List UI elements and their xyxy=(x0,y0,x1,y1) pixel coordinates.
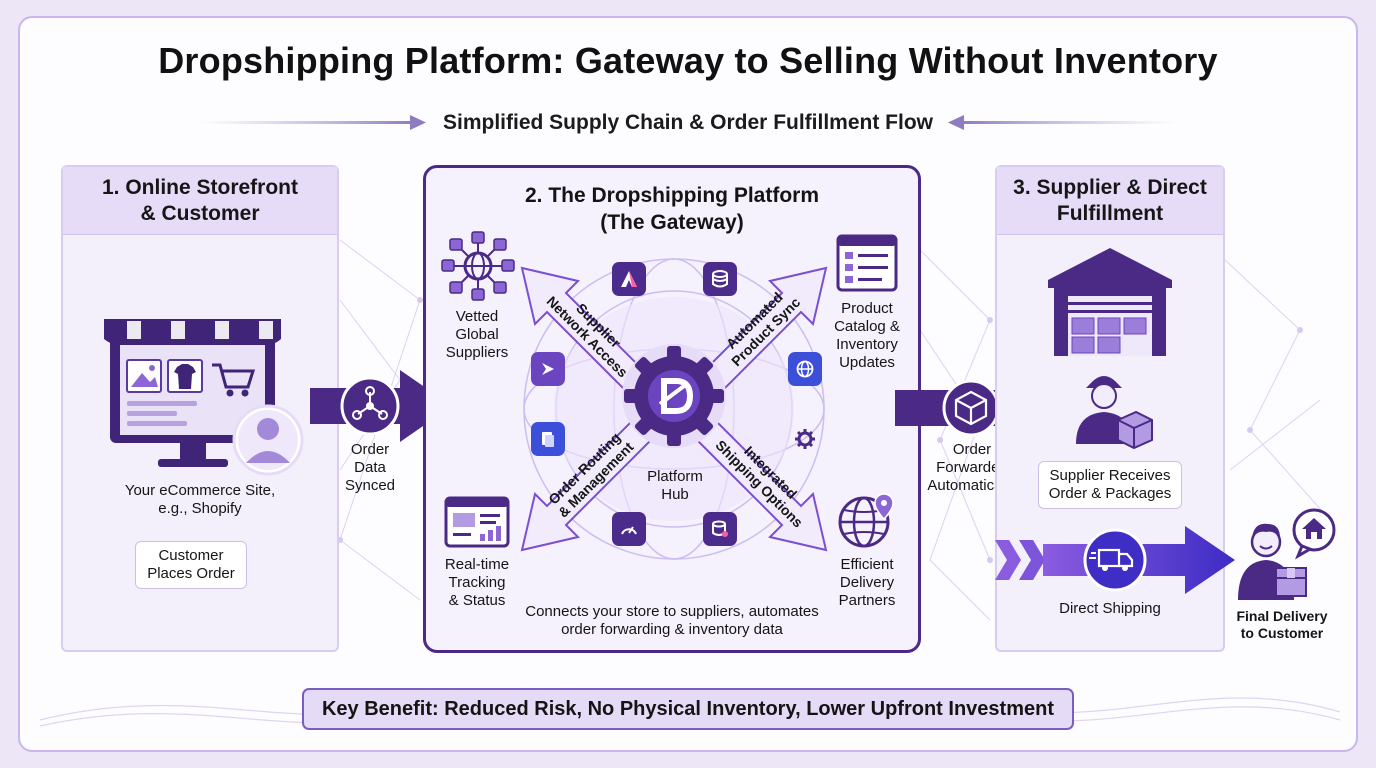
supplier-worker-icon xyxy=(1076,376,1153,450)
speedometer-icon xyxy=(612,512,646,546)
subtitle-arrow-right xyxy=(948,115,1176,130)
panel-supplier-heading: 3. Supplier & Direct Fulfillment xyxy=(997,167,1223,235)
vetted-suppliers-label: Vetted Global Suppliers xyxy=(445,308,509,361)
documents-icon xyxy=(531,422,565,456)
catalog-updates-label: Product Catalog & Inventory Updates xyxy=(834,300,900,371)
panel-storefront-heading: 1. Online Storefront & Customer xyxy=(63,167,337,235)
direct-shipping-arrow xyxy=(995,526,1235,594)
network-share-icon xyxy=(342,366,398,422)
platform-caption: Connects your store to suppliers, automa… xyxy=(525,603,819,638)
supplier-network-icon xyxy=(441,231,515,301)
platform-hub-diagram xyxy=(520,258,828,560)
product-catalog-icon xyxy=(836,234,898,292)
database-icon xyxy=(703,262,737,296)
subtitle-arrow-left xyxy=(200,115,426,130)
delivery-globe-icon xyxy=(838,493,894,548)
platform-hub-label: Platform Hub xyxy=(647,468,703,503)
storefront-monitor-icon xyxy=(104,319,304,476)
delivery-partners-label: Efficient Delivery Partners xyxy=(838,556,896,609)
storefront-site-label: Your eCommerce Site, e.g., Shopify xyxy=(124,482,276,517)
key-benefit-banner: Key Benefit: Reduced Risk, No Physical I… xyxy=(302,688,1074,730)
database-settings-icon xyxy=(703,512,737,546)
final-customer-icon xyxy=(1238,508,1336,600)
subtitle: Simplified Supply Chain & Order Fulfillm… xyxy=(442,111,934,134)
final-delivery-label: Final Delivery to Customer xyxy=(1236,608,1328,641)
panel-storefront: 1. Online Storefront & Customer xyxy=(61,165,339,652)
customer-places-order-box: Customer Places Order xyxy=(135,541,247,589)
routing-app-icon xyxy=(531,352,565,386)
settings-gear-icon xyxy=(788,422,822,456)
panel-supplier: 3. Supplier & Direct Fulfillment xyxy=(995,165,1225,652)
supplier-receives-box: Supplier Receives Order & Packages xyxy=(1038,461,1182,509)
package-box-icon xyxy=(944,380,998,434)
analytics-app-icon xyxy=(612,262,646,296)
globe-web-icon xyxy=(788,352,822,386)
order-data-synced-label: Order Data Synced xyxy=(344,441,396,494)
tracking-dashboard-icon xyxy=(444,496,510,548)
warehouse-icon xyxy=(1048,248,1172,356)
connector-arrow-left xyxy=(310,370,452,442)
order-forwarded-label: Order Forwarded Automatically xyxy=(927,441,1017,494)
direct-shipping-label: Direct Shipping xyxy=(1059,600,1161,617)
tracking-status-label: Real-time Tracking & Status xyxy=(444,556,510,609)
page-title: Dropshipping Platform: Gateway to Sellin… xyxy=(158,40,1218,81)
panel-platform-heading: 2. The Dropshipping Platform (The Gatewa… xyxy=(524,184,819,234)
